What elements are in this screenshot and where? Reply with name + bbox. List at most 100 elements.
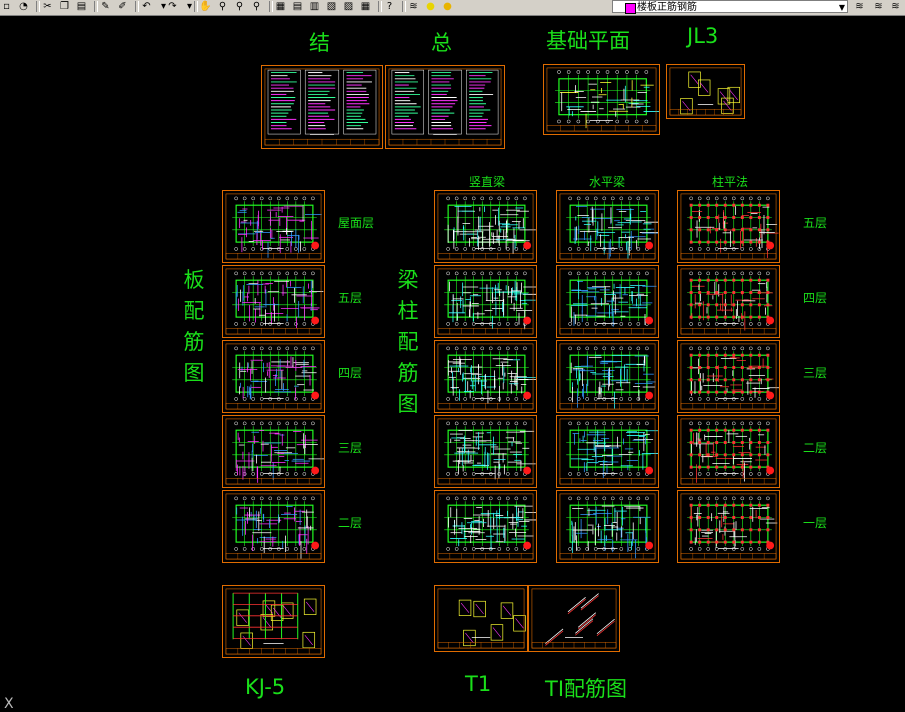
sheet-column-plan-1-drawing [680,193,779,260]
sheet-horizontal-beam-5[interactable] [556,490,659,563]
sheet-foundation-plan-drawing [546,67,659,132]
dropdown-icon[interactable]: ▾ [186,1,193,12]
layer-iso-icon[interactable]: ≋ [891,1,900,12]
sheet-vertical-beam-2-drawing [437,268,536,335]
sheet-foundation-plan[interactable] [543,64,660,135]
undo-icon[interactable]: ↶ [142,1,151,12]
sheet-stair-t1[interactable] [434,585,528,652]
sheet-slab-4[interactable] [222,415,325,488]
zoom-previous-icon[interactable]: ⚲ [252,1,261,12]
redo-icon[interactable]: ↷ [168,1,177,12]
pencil-icon[interactable]: ✎ [101,1,110,12]
sun-icon[interactable]: ● [443,1,452,12]
zoom-window-icon[interactable]: ⚲ [235,1,244,12]
sheet-general-notes-2[interactable] [385,65,505,149]
sheet-stair-reinforcement[interactable] [528,585,620,652]
markup-icon[interactable]: ▨ [343,1,354,12]
layer-manager-icon[interactable]: ≋ [409,1,418,12]
sheet-column-plan-2[interactable] [677,265,780,338]
toolbar-separator [135,1,139,12]
layer-name: 楼板正筋钢筋 [637,2,697,13]
toolbar-separator [269,1,273,12]
sheet-horizontal-beam-2-drawing [559,268,657,335]
quickcalc-icon[interactable]: ▦ [360,1,371,12]
brush-icon[interactable]: ✐ [118,1,127,12]
sheet-column-plan-4[interactable] [677,415,780,488]
sheet-kj5-drawing [225,588,322,655]
sheet-set-icon[interactable]: ▧ [326,1,337,12]
sheet-slab-4-drawing [225,418,324,485]
paste-icon[interactable]: ▤ [76,1,87,12]
sheet-general-notes-1[interactable] [261,65,383,149]
column-floor-label: 五层 [803,216,828,230]
sheet-column-plan-4-drawing [680,418,777,485]
sheet-horizontal-beam-1[interactable] [556,190,659,263]
sheet-slab-1-drawing [225,193,322,260]
help-icon[interactable]: ? [386,1,393,12]
open-icon[interactable]: ◔ [19,1,28,12]
label-kj5: KJ-5 [245,675,286,699]
sheet-slab-3[interactable] [222,340,325,413]
label-vertical-beam: 竖直梁 [469,175,506,189]
label-jie: 结 [309,31,330,55]
sheet-vertical-beam-2[interactable] [434,265,537,338]
label-foundation-plan: 基础平面 [546,29,630,53]
properties-icon[interactable]: ▦ [275,1,286,12]
layer-dropdown[interactable]: 楼板正筋钢筋 ▼ [612,0,848,14]
label-jl3: JL3 [687,24,719,48]
label-column-plan: 柱平法 [712,175,749,189]
sheet-vertical-beam-5[interactable] [434,490,537,563]
sheet-slab-2[interactable] [222,265,325,338]
sheet-vertical-beam-4-drawing [437,418,536,485]
dropdown-icon[interactable]: ▾ [160,1,167,12]
toolbar-separator [36,1,40,12]
toolbar-separator [194,1,198,12]
copy-icon[interactable]: ❐ [60,1,69,12]
sheet-horizontal-beam-1-drawing [559,193,658,260]
slab-floor-label: 屋面层 [338,216,375,230]
slab-floor-label: 五层 [338,291,363,305]
sheet-slab-5-drawing [225,493,322,560]
ucs-icon: X [4,696,14,712]
slab-floor-label: 三层 [338,441,363,455]
sheet-slab-5[interactable] [222,490,325,563]
chevron-down-icon: ▼ [838,3,845,12]
sheet-vertical-beam-3[interactable] [434,340,537,413]
slab-floor-label: 四层 [338,366,363,380]
tool-palette-icon[interactable]: ▥ [309,1,320,12]
label-horizontal-beam: 水平梁 [589,175,626,189]
zoom-realtime-icon[interactable]: ⚲ [218,1,227,12]
sheet-slab-1[interactable] [222,190,325,263]
layer-color-swatch [625,3,636,14]
sheet-jl3[interactable] [666,64,745,119]
new-icon[interactable]: ▫ [3,1,10,12]
toolbar-separator [402,1,406,12]
sheet-vertical-beam-4[interactable] [434,415,537,488]
label-slab-reinforcement: 板配筋图 [183,268,205,385]
layer-state-icon[interactable]: ≋ [855,1,864,12]
column-floor-label: 二层 [803,441,828,455]
sheet-horizontal-beam-4[interactable] [556,415,659,488]
lightbulb-icon[interactable]: ● [426,1,435,12]
layer-previous-icon[interactable]: ≋ [874,1,883,12]
pan-icon[interactable]: ✋ [199,1,212,12]
column-floor-label: 三层 [803,366,828,380]
label-t1: T1 [465,672,492,696]
cut-icon[interactable]: ✂ [43,1,52,12]
sheet-column-plan-3[interactable] [677,340,780,413]
sheet-general-notes-2-drawing [388,68,502,146]
sheet-vertical-beam-3-drawing [437,343,536,410]
sheet-vertical-beam-1[interactable] [434,190,537,263]
sheet-column-plan-3-drawing [680,343,779,410]
sheet-slab-2-drawing [225,268,324,335]
sheet-horizontal-beam-3[interactable] [556,340,659,413]
sheet-column-plan-1[interactable] [677,190,780,263]
sheet-slab-3-drawing [225,343,322,410]
sheet-horizontal-beam-2[interactable] [556,265,659,338]
sheet-horizontal-beam-5-drawing [559,493,656,560]
design-center-icon[interactable]: ▤ [292,1,303,12]
sheet-column-plan-5[interactable] [677,490,780,563]
sheet-jl3-drawing [669,67,742,116]
sheet-kj5[interactable] [222,585,325,658]
sheet-column-plan-5-drawing [680,493,778,560]
